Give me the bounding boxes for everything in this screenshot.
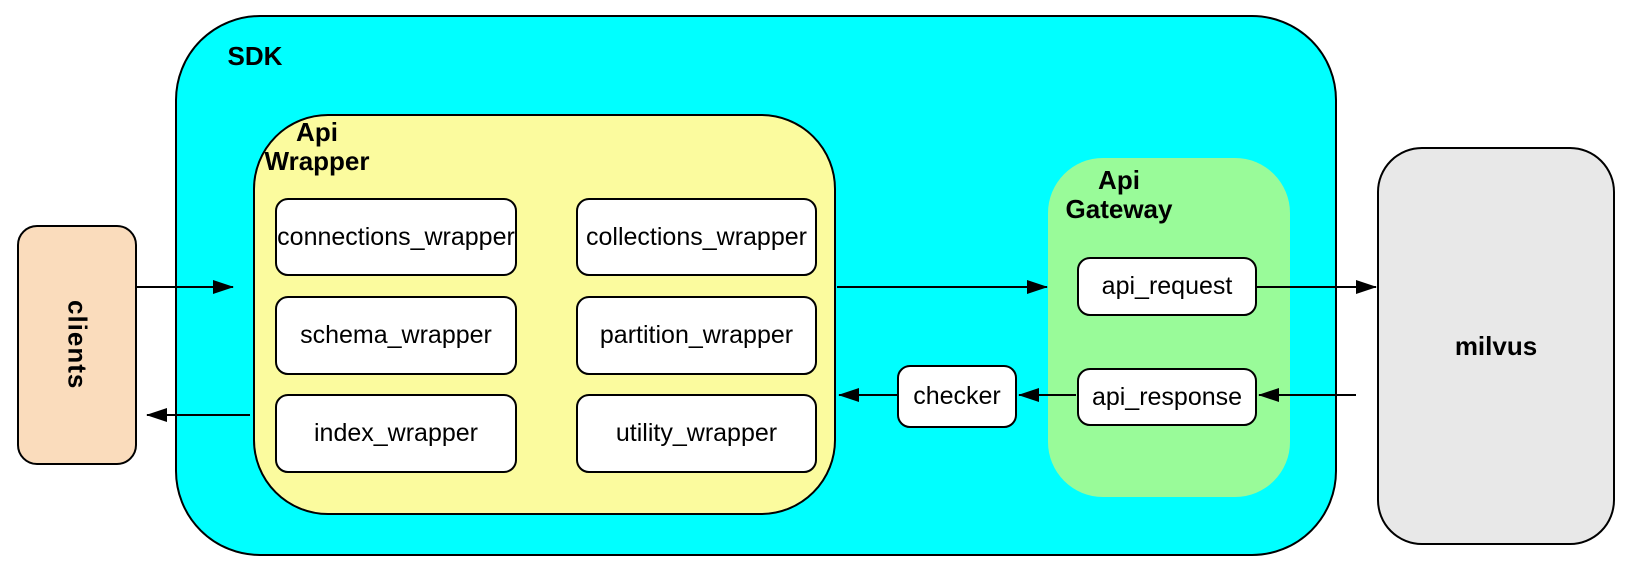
module-utility-wrapper: utility_wrapper — [576, 394, 817, 473]
module-connections-wrapper: connections_wrapper — [275, 198, 517, 276]
api-wrapper-label: Api Wrapper — [227, 118, 407, 176]
api-wrapper-label-line1: Api — [296, 117, 338, 147]
checker-node: checker — [897, 365, 1017, 428]
api-gateway-container — [1048, 158, 1290, 497]
module-index-wrapper: index_wrapper — [275, 394, 517, 473]
module-api-response: api_response — [1077, 368, 1257, 426]
api-gateway-label: Api Gateway — [1029, 166, 1209, 224]
module-schema-wrapper: schema_wrapper — [275, 296, 517, 375]
module-api-request-label: api_request — [1101, 272, 1233, 300]
module-collections-wrapper-label: collections_wrapper — [586, 222, 807, 251]
api-wrapper-label-line2: Wrapper — [264, 146, 370, 176]
module-schema-wrapper-label: schema_wrapper — [300, 321, 492, 349]
api-gateway-label-line1: Api — [1098, 165, 1140, 195]
clients-label: clients — [62, 300, 93, 390]
module-api-request: api_request — [1077, 257, 1257, 316]
module-partition-wrapper: partition_wrapper — [576, 296, 817, 375]
module-partition-wrapper-label: partition_wrapper — [599, 321, 794, 349]
sdk-label: SDK — [227, 41, 283, 71]
clients-node: clients — [17, 225, 137, 465]
api-gateway-label-line2: Gateway — [1065, 194, 1173, 224]
module-collections-wrapper: collections_wrapper — [576, 198, 817, 276]
module-api-response-label: api_response — [1091, 382, 1243, 411]
module-utility-wrapper-label: utility_wrapper — [615, 419, 778, 447]
milvus-node: milvus — [1377, 147, 1615, 545]
module-index-wrapper-label: index_wrapper — [314, 419, 478, 447]
module-connections-wrapper-label: connections_wrapper — [277, 222, 515, 251]
milvus-label: milvus — [1454, 330, 1538, 361]
checker-label: checker — [913, 382, 1001, 410]
